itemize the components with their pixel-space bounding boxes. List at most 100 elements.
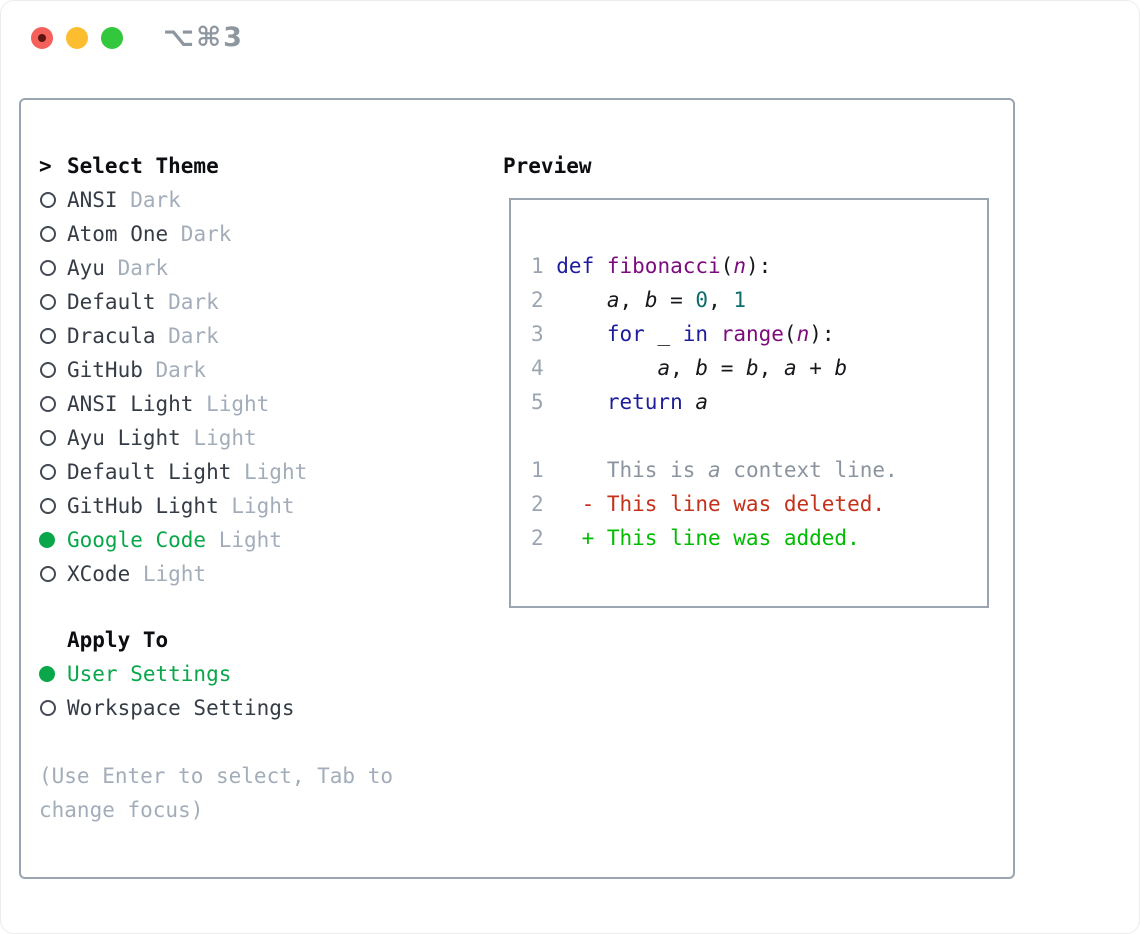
radio-icon — [39, 489, 67, 523]
theme-name: Google Code — [67, 528, 207, 552]
radio-icon — [39, 285, 67, 319]
apply-option-user-settings[interactable]: User Settings — [39, 657, 295, 691]
code-token: , — [708, 288, 734, 312]
theme-name: GitHub Light — [67, 494, 219, 518]
apply-option-label: Workspace Settings — [67, 696, 295, 720]
close-button[interactable] — [31, 27, 53, 49]
preview-title: Preview — [503, 154, 592, 178]
line-number: 3 — [531, 322, 544, 346]
radio-selected-icon — [39, 657, 67, 691]
code-token: = — [657, 288, 696, 312]
theme-option-xcode[interactable]: XCode Light — [39, 557, 307, 591]
theme-name: ANSI — [67, 188, 118, 212]
code-token: b — [695, 356, 709, 380]
theme-name: Ayu — [67, 256, 105, 280]
code-token: ( — [783, 322, 797, 346]
line-number: 2 — [531, 288, 544, 312]
code-token: n — [733, 254, 746, 278]
line-number: 5 — [531, 390, 544, 414]
theme-variant: Dark — [168, 324, 219, 348]
theme-option-dracula[interactable]: Dracula Dark — [39, 319, 307, 353]
code-token: a — [708, 458, 721, 482]
code-token: , — [619, 288, 645, 312]
code-line: 4 a, b = b, a + b — [531, 351, 987, 385]
minimize-button[interactable] — [66, 27, 88, 49]
apply-option-workspace-settings[interactable]: Workspace Settings — [39, 691, 295, 725]
selection-prompt-icon: > — [39, 154, 52, 178]
line-number: 2 — [531, 526, 544, 550]
theme-name: Default — [67, 290, 156, 314]
radio-icon — [39, 319, 67, 353]
code-token: = — [708, 356, 746, 380]
theme-name: XCode — [67, 562, 131, 586]
code-token: range — [720, 322, 784, 346]
code-token: fibonacci — [606, 254, 721, 278]
theme-name: Ayu Light — [67, 426, 181, 450]
theme-option-default[interactable]: Default Dark — [39, 285, 307, 319]
theme-name: Dracula — [67, 324, 156, 348]
code-token: in — [682, 322, 709, 346]
code-token: ): — [809, 322, 835, 346]
code-token: def — [556, 254, 595, 278]
theme-variant: Light — [218, 528, 282, 552]
apply-option-label: User Settings — [67, 662, 232, 686]
code-token: , — [758, 356, 784, 380]
theme-option-atom-one[interactable]: Atom One Dark — [39, 217, 307, 251]
theme-variant: Light — [142, 562, 207, 586]
radio-icon — [39, 251, 67, 285]
theme-variant: Light — [206, 392, 270, 416]
code-token: a — [783, 356, 797, 380]
code-line: 2 a, b = 0, 1 — [531, 283, 987, 317]
code-token — [556, 288, 607, 312]
code-token: b — [834, 356, 848, 380]
apply-to-header: Apply To — [39, 623, 295, 657]
radio-selected-icon — [39, 523, 67, 557]
zoom-button[interactable] — [101, 27, 123, 49]
code-token: _ — [644, 322, 683, 346]
theme-list-header: > Select Theme — [39, 149, 307, 183]
theme-variant: Light — [244, 460, 308, 484]
code-token: 1 — [733, 288, 747, 312]
blank-line — [531, 419, 987, 453]
apply-to-indent — [39, 623, 67, 657]
code-token: b — [745, 356, 759, 380]
code-token: + — [796, 356, 835, 380]
theme-variant: Dark — [117, 256, 169, 280]
theme-option-google-code[interactable]: Google Code Light — [39, 523, 307, 557]
code-line: 3 for _ in range(n): — [531, 317, 987, 351]
code-token — [556, 390, 607, 414]
code-token: n — [796, 322, 810, 346]
theme-option-ayu[interactable]: Ayu Dark — [39, 251, 307, 285]
code-token — [683, 390, 696, 414]
code-line: 2 - This line was deleted. — [531, 487, 987, 521]
theme-variant: Dark — [168, 290, 219, 314]
theme-variant: Dark — [155, 358, 207, 382]
help-text: (Use Enter to select, Tab to change focu… — [39, 764, 394, 822]
apply-to-title: Apply To — [67, 628, 169, 652]
window-title: ⌥⌘3 — [163, 22, 244, 53]
code-token: - This line was deleted. — [556, 492, 886, 516]
code-token: ( — [720, 254, 734, 278]
theme-option-ansi[interactable]: ANSI Dark — [39, 183, 307, 217]
code-token: b — [644, 288, 658, 312]
theme-variant: Dark — [130, 188, 181, 212]
code-token: , — [670, 356, 696, 380]
radio-icon — [39, 387, 67, 421]
theme-name: Atom One — [67, 222, 169, 246]
code-token: return — [606, 390, 683, 414]
theme-variant: Dark — [180, 222, 232, 246]
code-token: ): — [745, 254, 772, 278]
radio-icon — [39, 183, 67, 217]
code-token — [708, 322, 721, 346]
line-number: 2 — [531, 492, 544, 516]
radio-icon — [39, 217, 67, 251]
